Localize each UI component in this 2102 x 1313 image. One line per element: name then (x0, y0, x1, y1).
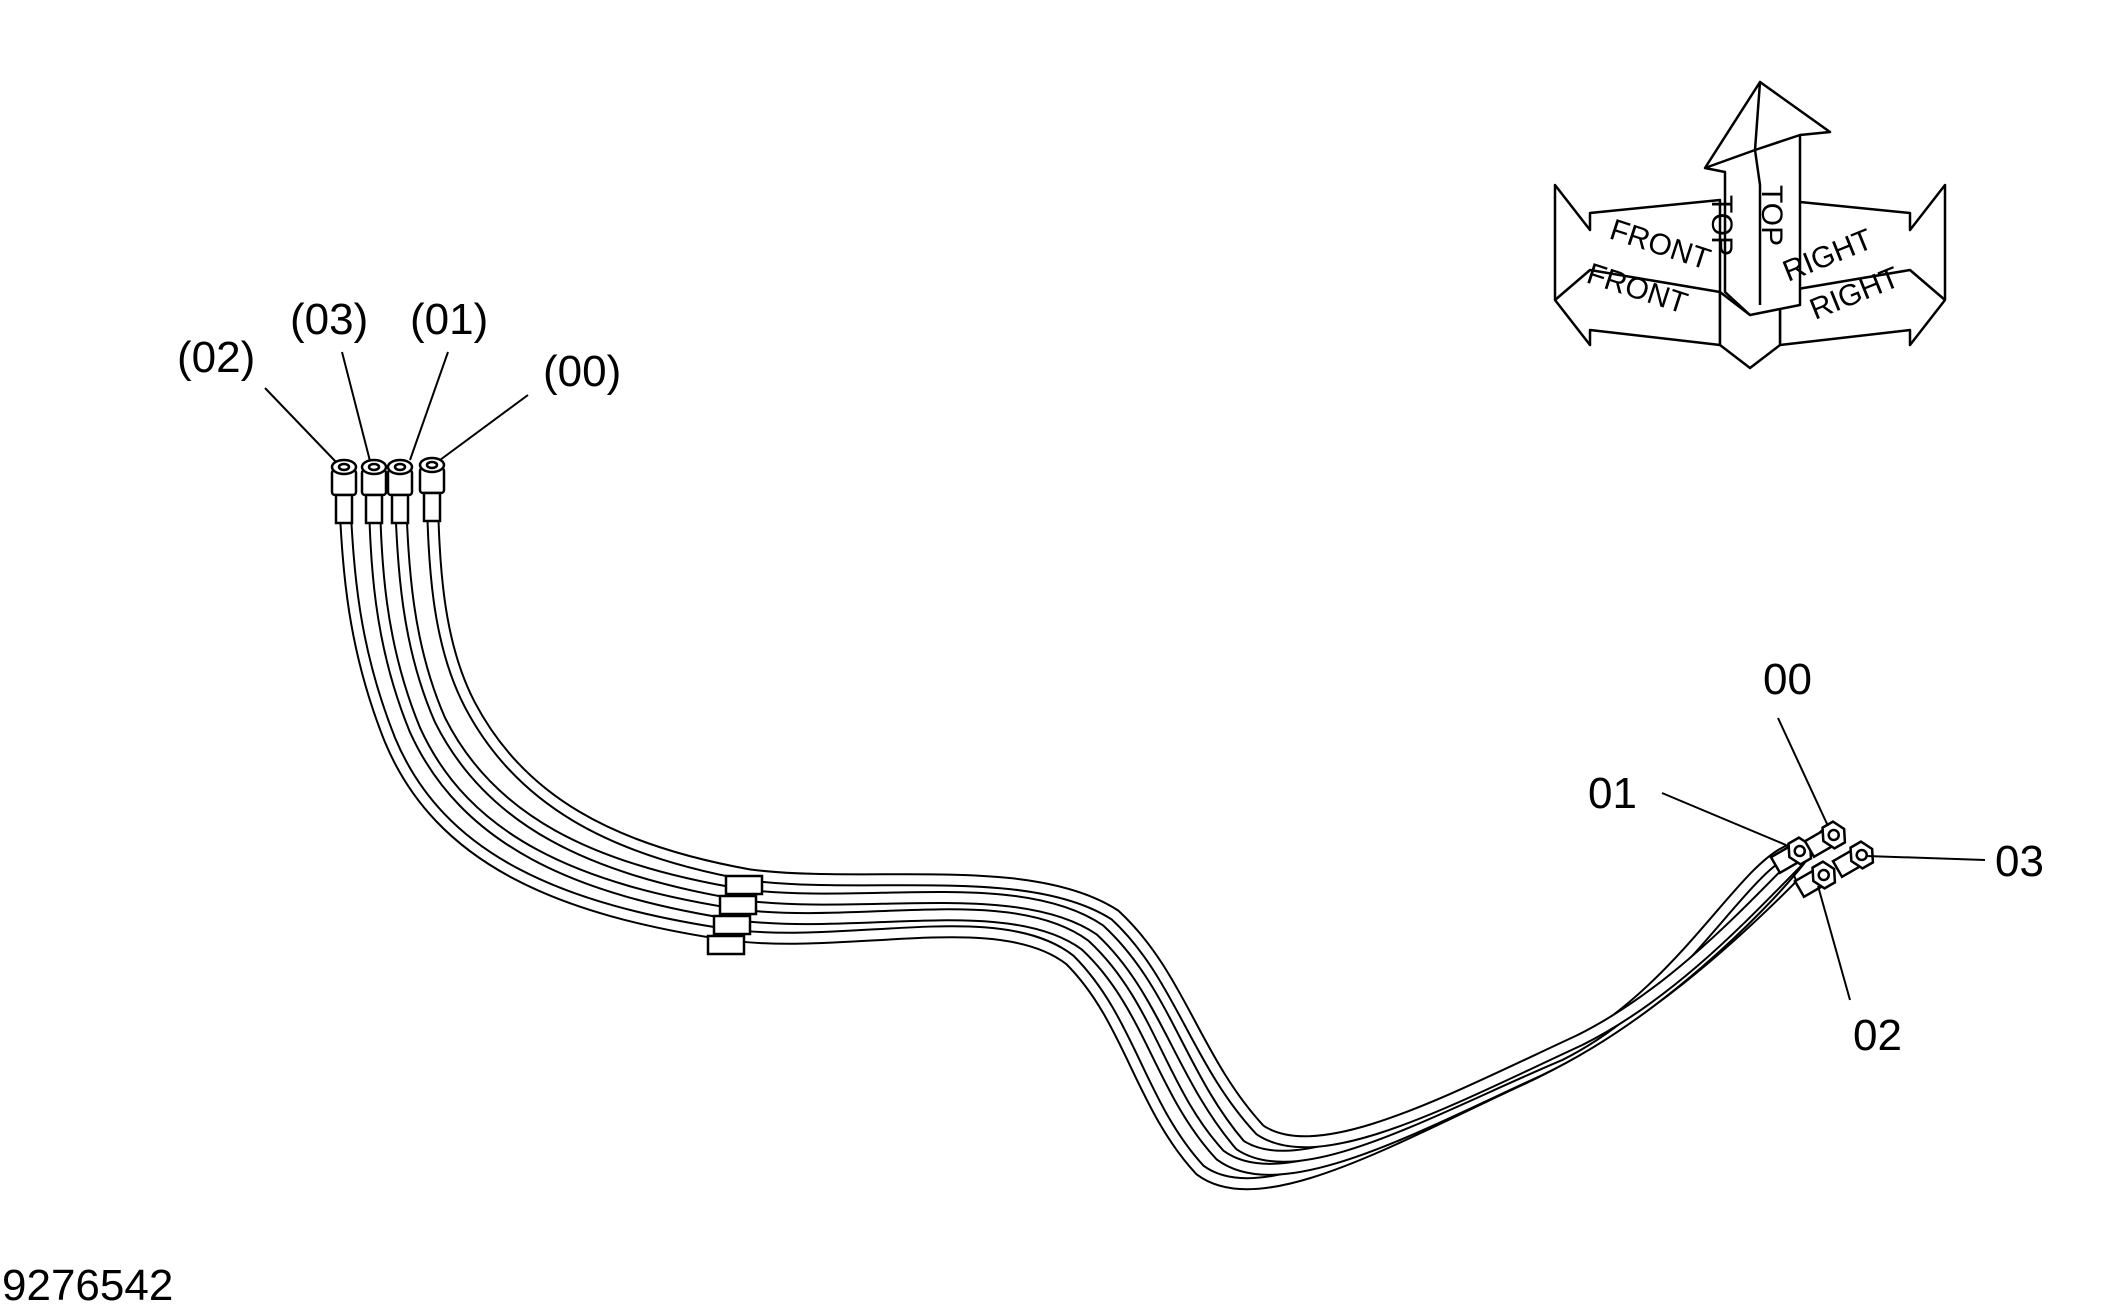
callout-right-01: 01 (1588, 769, 1637, 818)
hose-00 (425, 481, 1832, 1149)
callout-right-03: 03 (1995, 837, 2044, 886)
callout-left-03: (03) (290, 295, 368, 344)
hose-01 (393, 481, 1797, 1163)
left-callouts: (02) (03) (01) (00) (177, 295, 621, 396)
top-label-left: TOP (1705, 195, 1738, 256)
left-fittings (330, 456, 446, 525)
right-fitting-00 (1803, 820, 1847, 859)
top-label-right: TOP (1755, 185, 1788, 246)
hose-bundle (337, 481, 1832, 1191)
left-fitting-03 (360, 458, 388, 525)
callout-right-00: 00 (1763, 655, 1812, 704)
callout-left-00: (00) (543, 347, 621, 396)
left-fitting-02 (330, 458, 358, 525)
callout-left-01: (01) (410, 295, 488, 344)
right-fittings (1769, 820, 1875, 899)
callout-left-02: (02) (177, 333, 255, 382)
right-fitting-02 (1793, 860, 1837, 899)
right-fitting-03 (1831, 840, 1875, 879)
right-fitting-01 (1769, 836, 1813, 875)
callout-right-02: 02 (1853, 1011, 1902, 1060)
left-fitting-01 (386, 458, 414, 525)
right-callouts: 00 01 03 02 (1588, 655, 2044, 1060)
orientation-symbol: FRONT FRONT TOP TOP RIGHT RIGHT (1553, 80, 1947, 370)
drawing-number: 9276542 (2, 1261, 173, 1310)
left-fitting-00 (418, 456, 446, 523)
top-arrow-shape (1703, 80, 1832, 317)
leader-lines (264, 351, 1986, 1001)
hose-ferrules (706, 874, 764, 956)
